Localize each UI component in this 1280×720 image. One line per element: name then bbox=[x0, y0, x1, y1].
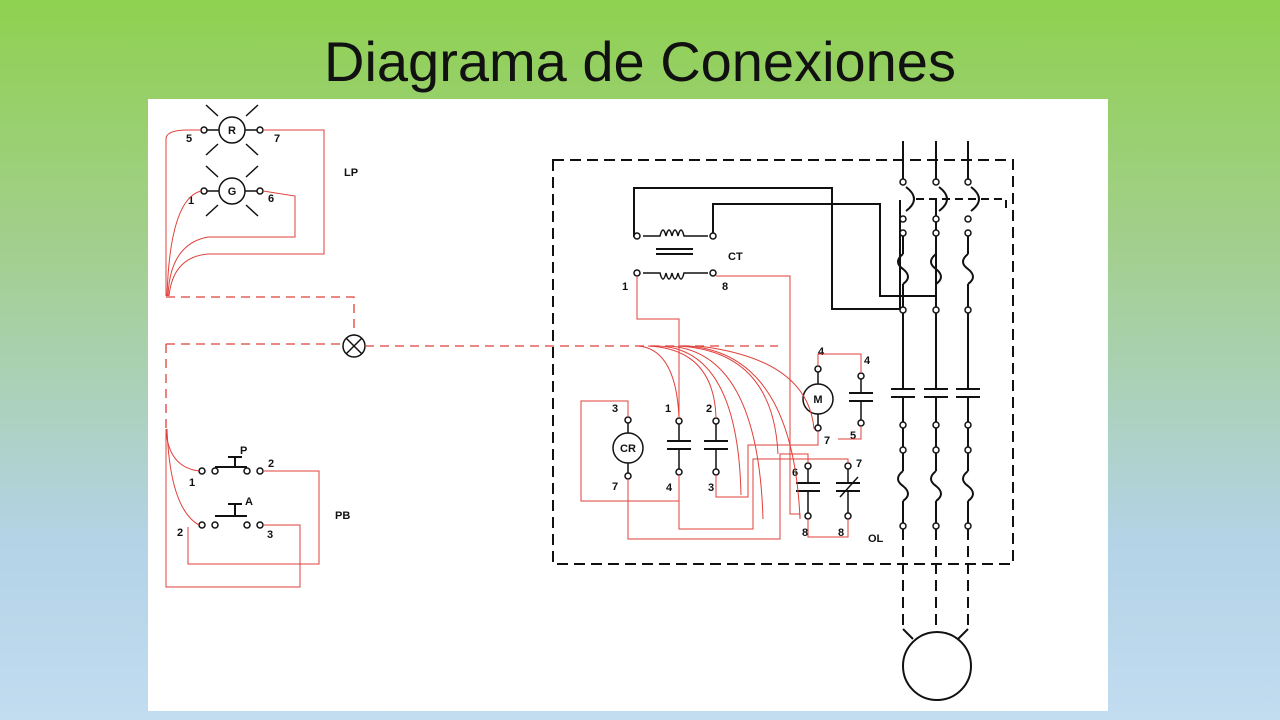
terminal-label: 3 bbox=[612, 403, 618, 415]
motor-m: M 4 7 bbox=[802, 346, 834, 447]
ol-label: OL bbox=[868, 533, 884, 545]
motor-m-label: M bbox=[813, 394, 822, 406]
lamp-r: R 5 7 bbox=[186, 104, 280, 156]
terminal-label: 7 bbox=[274, 133, 280, 145]
terminal-label: 8 bbox=[838, 527, 844, 539]
motor-symbol bbox=[902, 631, 972, 701]
terminal-label: 1 bbox=[622, 281, 628, 293]
lamp-g: G 1 6 bbox=[188, 165, 274, 217]
terminal-label: 6 bbox=[792, 467, 798, 479]
power-circuit bbox=[891, 141, 1007, 701]
terminal-label: 2 bbox=[177, 527, 183, 539]
overload-contacts: 6 8 7 8 OL bbox=[792, 458, 884, 545]
terminal-label: 4 bbox=[864, 355, 871, 367]
terminal-label: 1 bbox=[665, 403, 671, 415]
terminal-label: 1 bbox=[189, 477, 195, 489]
control-relay-cr: CR 3 7 bbox=[612, 403, 644, 493]
terminal-label: 2 bbox=[706, 403, 712, 415]
wiring-diagram-svg: R 5 7 G 1 6 LP bbox=[165, 104, 1014, 701]
control-wiring bbox=[580, 275, 862, 540]
terminal-label: 7 bbox=[612, 481, 618, 493]
contact-1-4: 1 4 bbox=[665, 403, 691, 494]
terminal-label: 7 bbox=[824, 435, 830, 447]
main-harness bbox=[165, 343, 778, 429]
terminal-label: 3 bbox=[267, 529, 273, 541]
lamp-g-label: G bbox=[228, 186, 237, 198]
terminal-label: 8 bbox=[802, 527, 808, 539]
wiring-diagram: R 5 7 G 1 6 LP bbox=[148, 99, 1108, 711]
terminal-label: 7 bbox=[856, 458, 862, 470]
control-transformer: CT 1 8 bbox=[622, 187, 937, 310]
terminal-label: 4 bbox=[666, 482, 673, 494]
pb-wiring bbox=[165, 428, 320, 588]
contact-2-3: 2 3 bbox=[704, 403, 728, 494]
slide-title: Diagrama de Conexiones bbox=[324, 30, 956, 93]
contact-4-5: 4 5 bbox=[849, 355, 873, 442]
pushbutton-a: A 2 3 bbox=[177, 496, 273, 541]
terminal-label: 5 bbox=[850, 430, 856, 442]
junction-symbol bbox=[342, 334, 366, 358]
pushbutton-a-label: A bbox=[245, 496, 253, 508]
terminal-label: 6 bbox=[268, 193, 274, 205]
ct-label: CT bbox=[728, 251, 743, 263]
terminal-label: 3 bbox=[708, 482, 714, 494]
terminal-label: 1 bbox=[188, 195, 194, 207]
lamp-r-label: R bbox=[228, 125, 236, 137]
lp-label: LP bbox=[344, 167, 358, 179]
pushbutton-p-label: P bbox=[240, 445, 247, 457]
terminal-label: 8 bbox=[722, 281, 728, 293]
terminal-label: 4 bbox=[818, 346, 825, 358]
pb-label: PB bbox=[335, 510, 350, 522]
pushbutton-p: P 1 2 bbox=[189, 445, 274, 489]
coil-cr-label: CR bbox=[620, 443, 636, 455]
control-panel-enclosure bbox=[552, 159, 1014, 565]
lp-wiring bbox=[165, 129, 355, 344]
terminal-label: 5 bbox=[186, 133, 192, 145]
terminal-label: 2 bbox=[268, 458, 274, 470]
